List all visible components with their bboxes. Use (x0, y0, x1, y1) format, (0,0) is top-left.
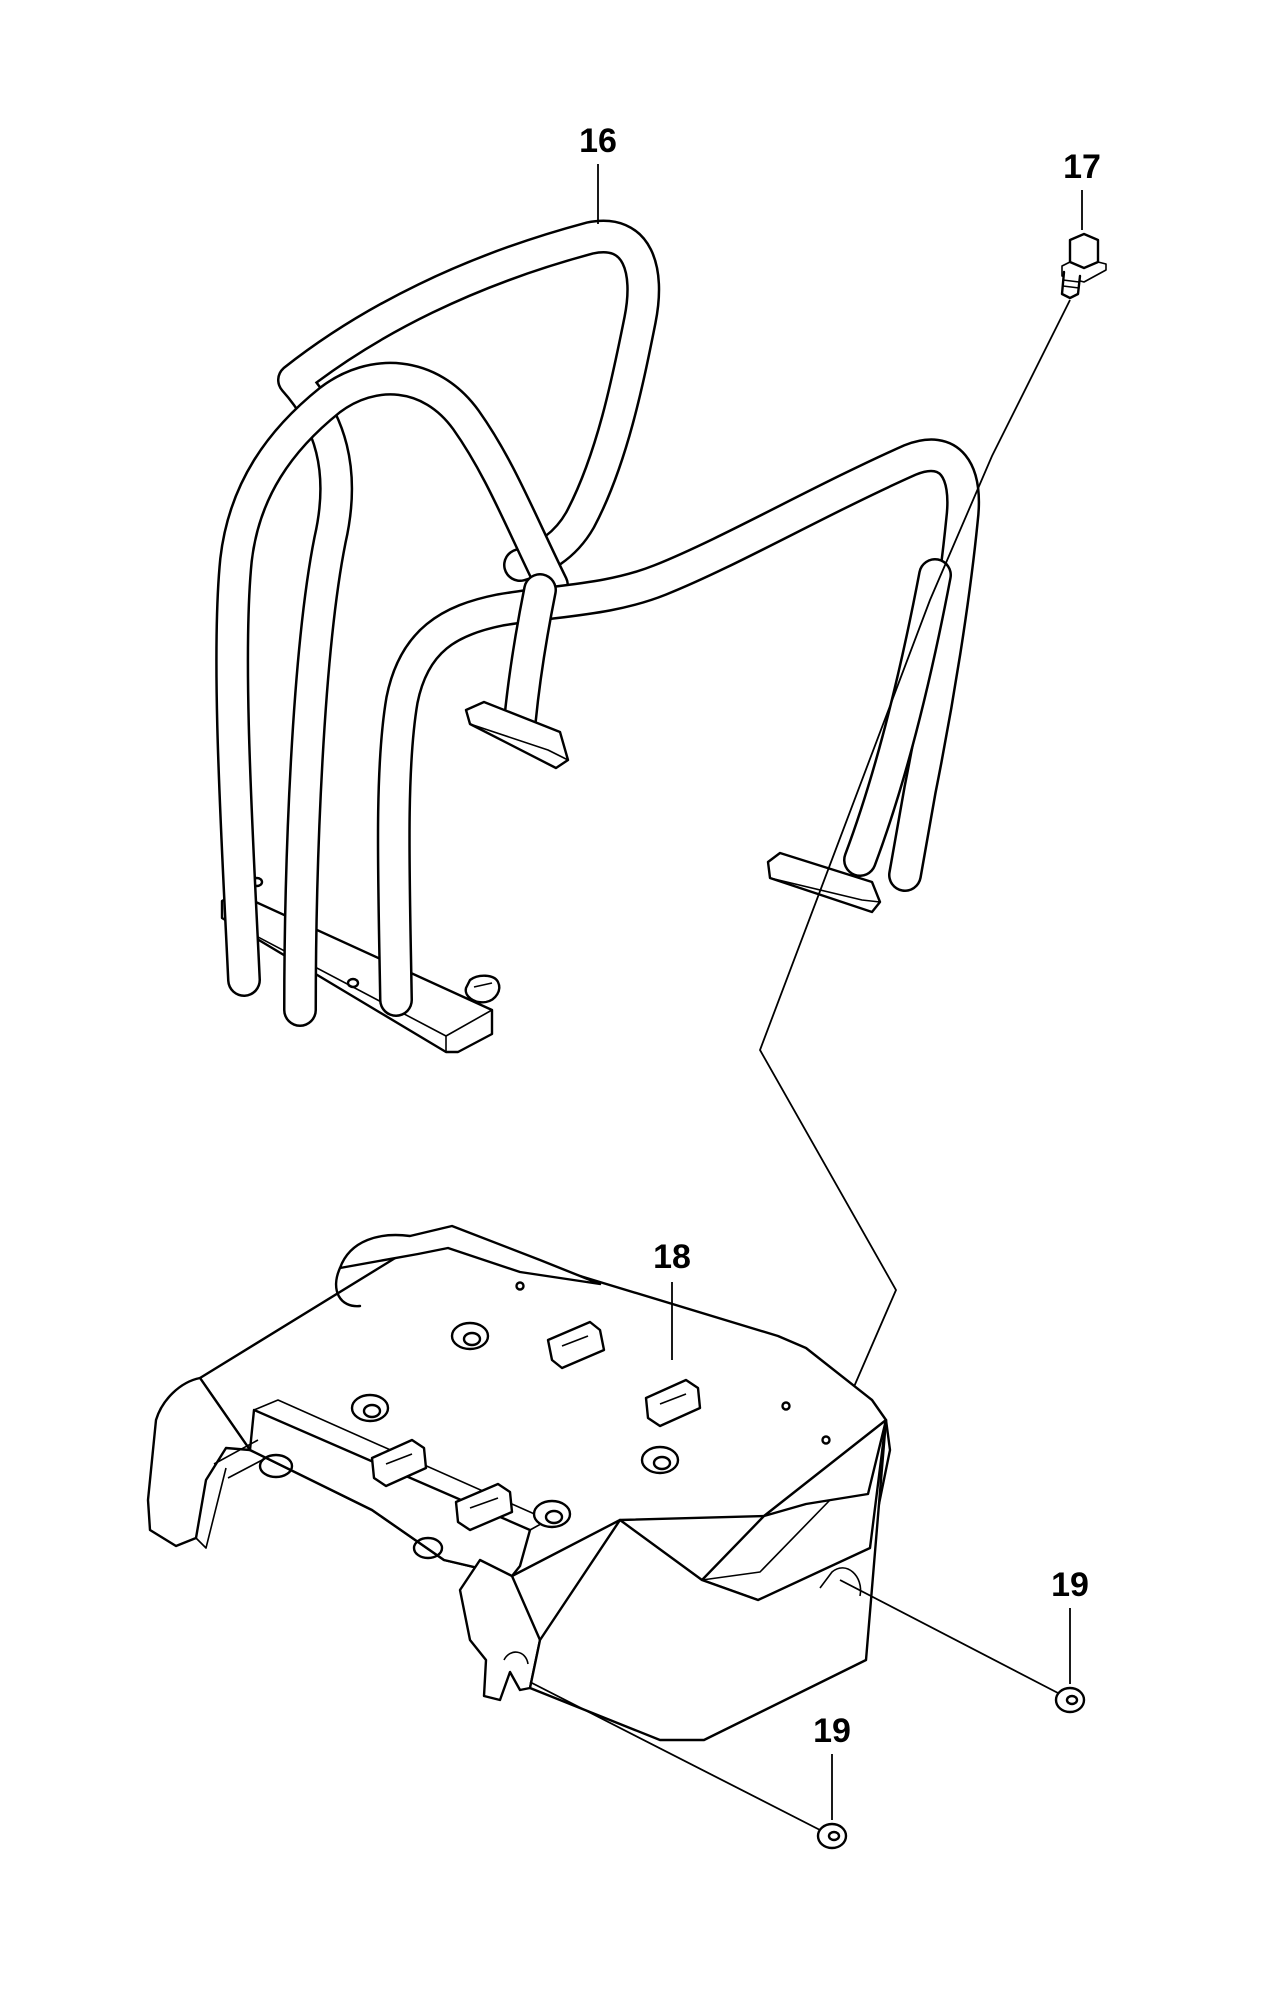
leader-washer-bottom-axis (529, 1681, 821, 1831)
washer-right: 19 (839, 1566, 1089, 1714)
base-round-hole (450, 1321, 490, 1351)
washer-right-body (1054, 1686, 1086, 1714)
base-round-hole (532, 1499, 572, 1529)
base-slot-hole (370, 1438, 428, 1488)
base-round-hole (350, 1393, 390, 1423)
base-round-hole (640, 1445, 680, 1475)
base-left-wall (146, 1376, 252, 1548)
part-label-18: 18 (653, 1238, 691, 1276)
base-front-lip (528, 1418, 888, 1742)
base-front-bracket (458, 1558, 542, 1702)
part-label-19-bottom: 19 (813, 1712, 851, 1750)
part-label-16: 16 (579, 122, 617, 160)
part-label-19-right: 19 (1051, 1566, 1089, 1604)
leader-bolt-path (759, 299, 1071, 1443)
bolt-shank (1060, 270, 1082, 300)
handle-plate-slot (464, 974, 501, 1004)
bolt-head (1068, 232, 1100, 270)
bolt: 17 (759, 148, 1107, 1443)
washer-bottom-body (816, 1822, 848, 1850)
base-slot-hole (546, 1320, 606, 1370)
base-plate: 18 (146, 1224, 892, 1742)
handle-plate-hole (346, 977, 360, 989)
leader-washer-right-axis (839, 1579, 1059, 1694)
part-label-17: 17 (1063, 148, 1101, 186)
handle-left-mount-plate (220, 891, 494, 1054)
handle-frame: 16 (215, 122, 981, 1054)
washer-bottom: 19 (529, 1681, 851, 1850)
base-rear-ridge (338, 1224, 602, 1286)
base-front-channel (248, 1408, 532, 1578)
base-slot-hole (454, 1482, 514, 1532)
base-slot-hole (644, 1378, 702, 1428)
